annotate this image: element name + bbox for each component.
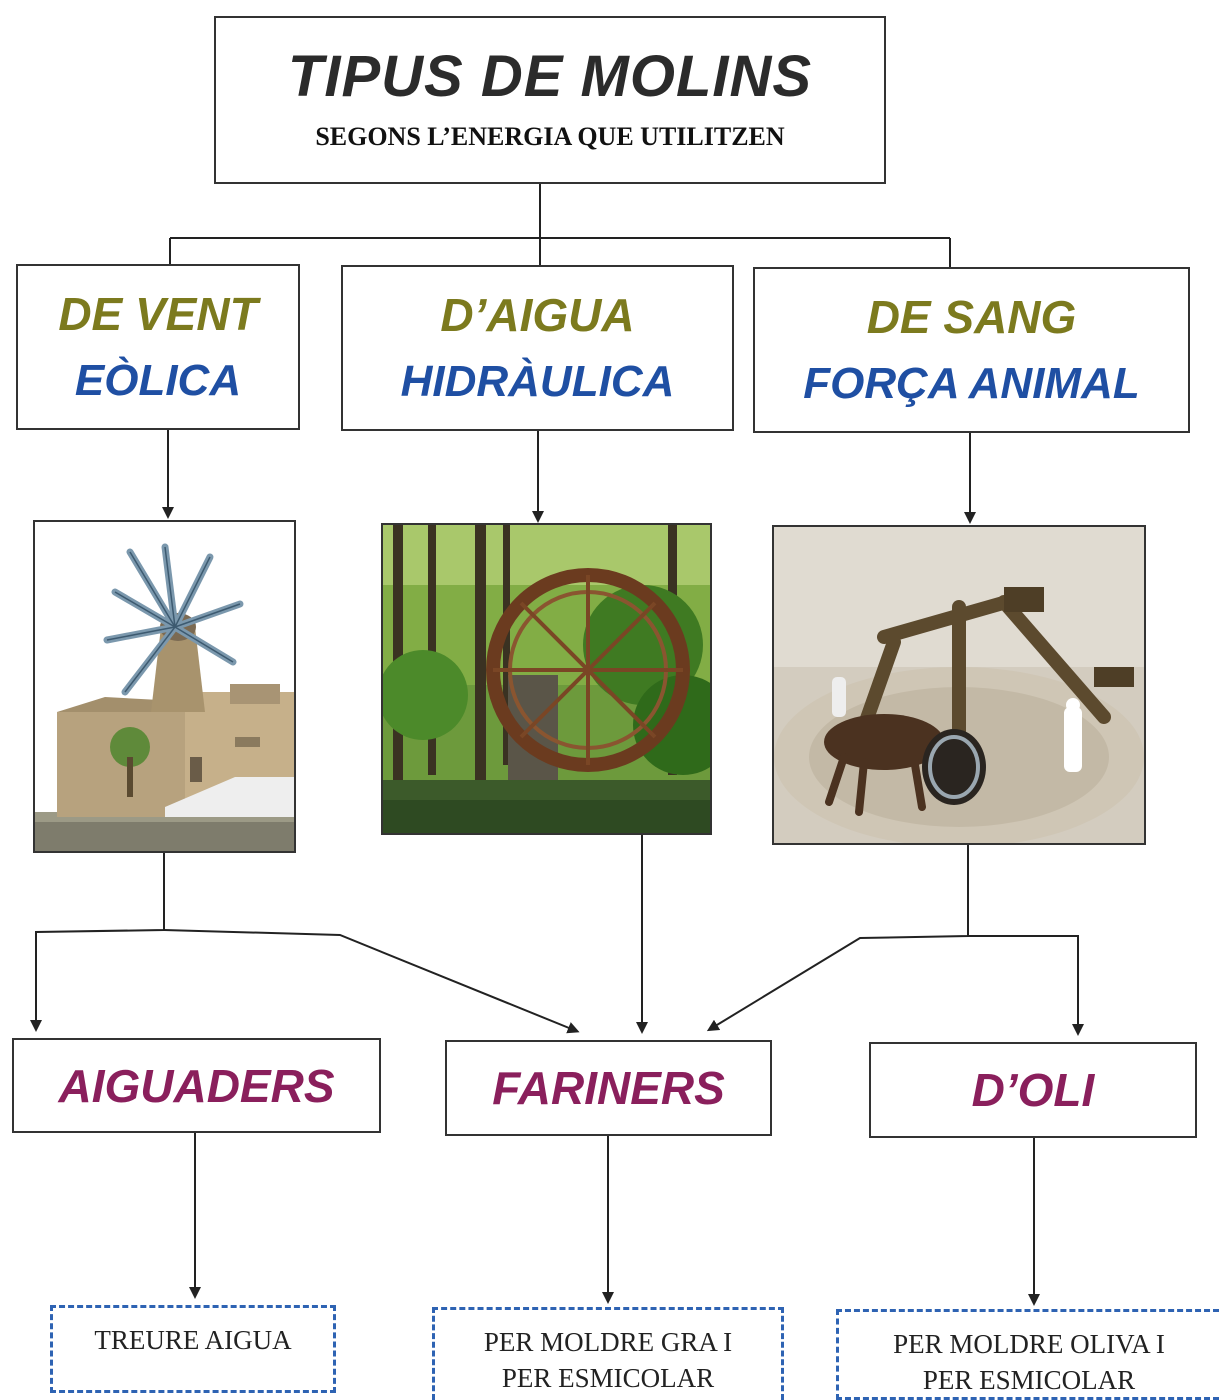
category-water-box: D’AIGUA HIDRÀULICA xyxy=(341,265,734,431)
description-aiguaders-line-1: TREURE AIGUA xyxy=(94,1325,292,1355)
category-wind-box: DE VENT EÒLICA xyxy=(16,264,300,430)
category-animal-box: DE SANG FORÇA ANIMAL xyxy=(753,267,1190,433)
description-oli: PER MOLDRE OLIVA I PER ESMICOLAR xyxy=(836,1309,1219,1400)
page-subtitle: SEGONS L’ENERGIA QUE UTILITZEN xyxy=(315,122,785,151)
windmill-photo xyxy=(33,520,296,853)
description-fariners: PER MOLDRE GRA I PER ESMICOLAR xyxy=(432,1307,784,1400)
category-animal-energy: FORÇA ANIMAL xyxy=(803,359,1140,408)
title-box: TIPUS DE MOLINS SEGONS L’ENERGIA QUE UTI… xyxy=(214,16,886,184)
description-oli-line-1: PER MOLDRE OLIVA I xyxy=(893,1329,1165,1359)
use-aiguaders-name: AIGUADERS xyxy=(58,1059,335,1112)
description-aiguaders: TREURE AIGUA xyxy=(50,1305,336,1393)
category-wind-name: DE VENT xyxy=(58,288,258,340)
description-fariners-line-1: PER MOLDRE GRA I xyxy=(483,1327,733,1357)
use-oli-box: D’OLI xyxy=(869,1042,1197,1138)
use-aiguaders-box: AIGUADERS xyxy=(12,1038,381,1133)
animal-mill-photo xyxy=(772,525,1146,845)
description-oli-line-2: PER ESMICOLAR xyxy=(922,1365,1136,1396)
use-fariners-box: FARINERS xyxy=(445,1040,772,1136)
category-water-energy: HIDRÀULICA xyxy=(400,357,675,406)
category-wind-energy: EÒLICA xyxy=(74,356,242,405)
description-fariners-line-2: PER ESMICOLAR xyxy=(501,1363,715,1394)
page-title: TIPUS DE MOLINS xyxy=(287,44,813,109)
waterwheel-photo xyxy=(381,523,712,835)
category-water-name: D’AIGUA xyxy=(440,289,635,341)
use-oli-name: D’OLI xyxy=(971,1064,1095,1116)
category-animal-name: DE SANG xyxy=(866,291,1077,343)
use-fariners-name: FARINERS xyxy=(492,1062,725,1114)
